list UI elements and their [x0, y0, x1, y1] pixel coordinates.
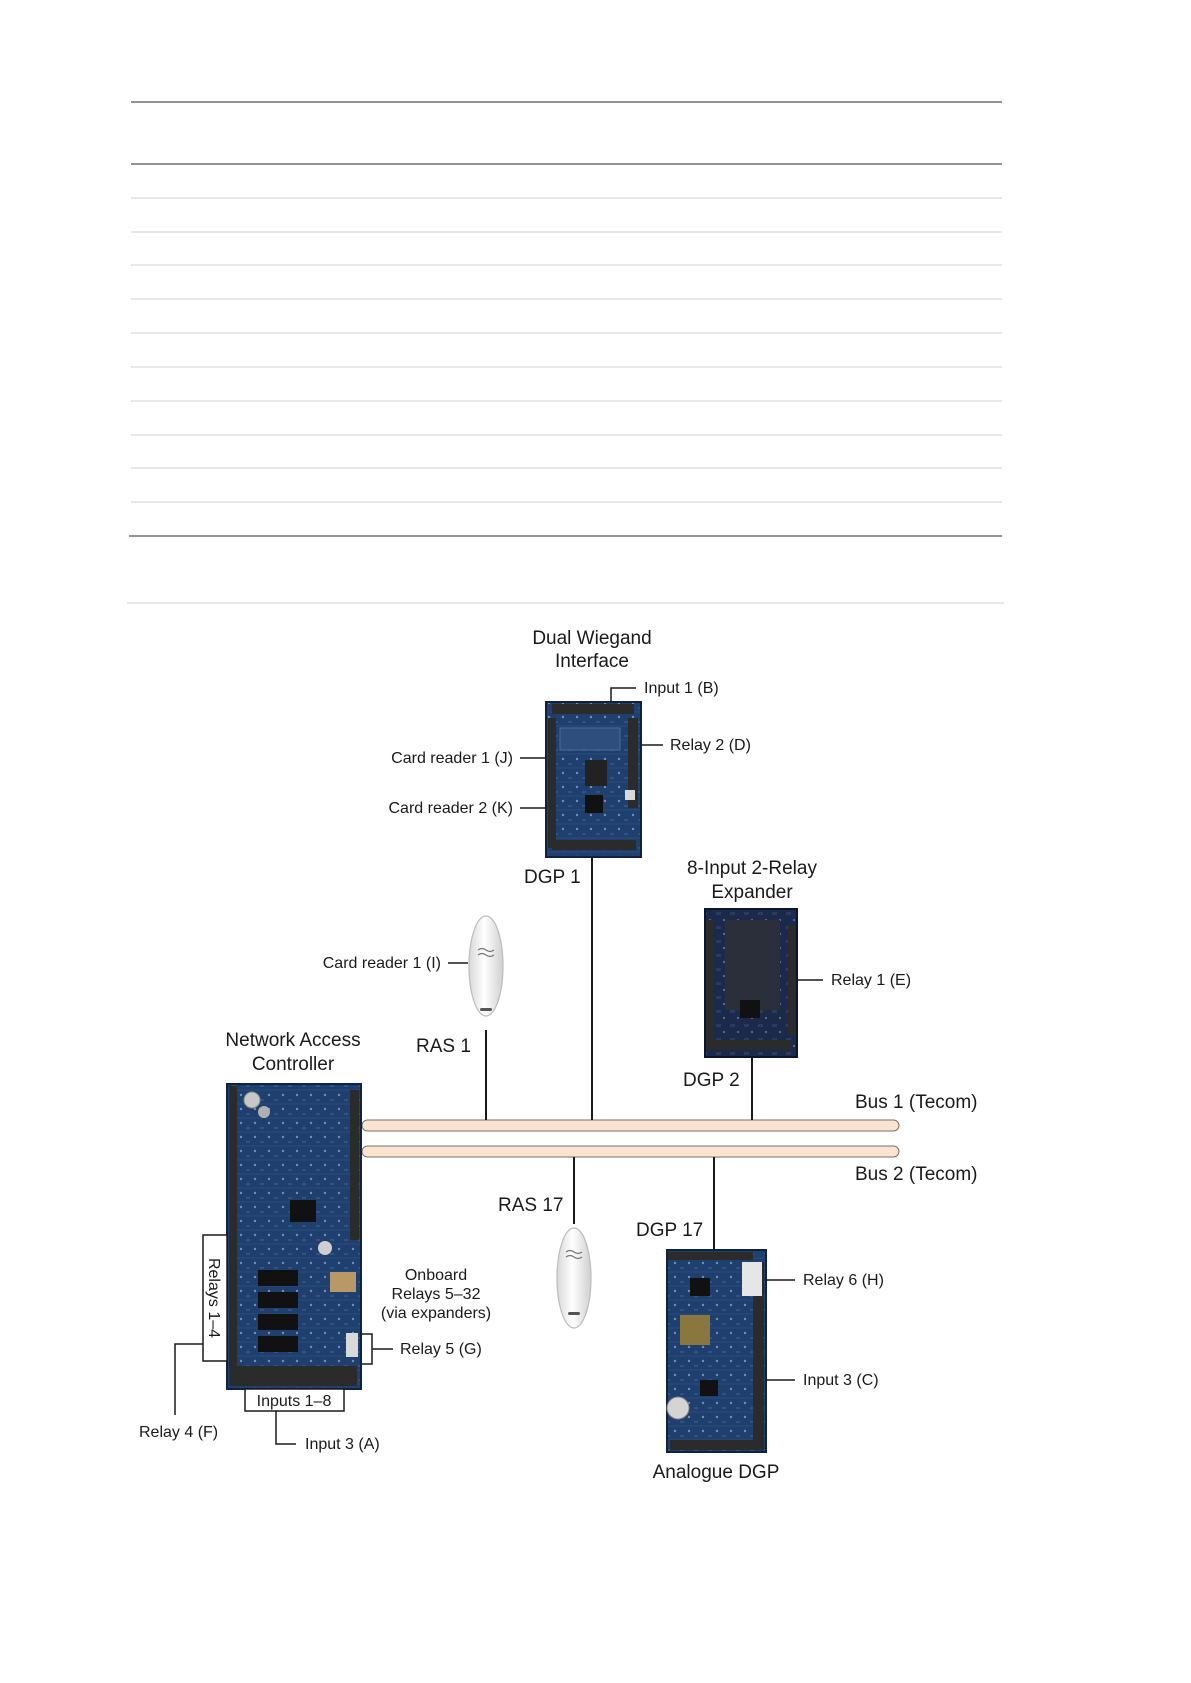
input3-c-label: Input 3 (C) [803, 1372, 879, 1389]
dgp17-label: DGP 17 [636, 1220, 703, 1241]
analogue-dgp-board [666, 1249, 767, 1453]
onboard-line-3: (via expanders) [381, 1305, 491, 1322]
wireless-wave-icon [565, 1249, 583, 1260]
ras1-card-reader [468, 915, 504, 1017]
input1-b-label: Input 1 (B) [644, 680, 719, 697]
relay4-f-label: Relay 4 (F) [139, 1424, 218, 1441]
dual-wiegand-title-2: Interface [555, 651, 629, 672]
nac-title-1: Network Access [225, 1030, 360, 1051]
relay1-e-label: Relay 1 (E) [831, 972, 911, 989]
dual-wiegand-board [545, 701, 642, 858]
card-reader1-i-label: Card reader 1 (I) [323, 955, 441, 972]
ras17-label: RAS 17 [498, 1195, 563, 1216]
analogue-dgp-title: Analogue DGP [653, 1462, 780, 1483]
expander-title-1: 8-Input 2-Relay [687, 858, 817, 879]
ras17-card-reader [556, 1227, 592, 1329]
wireless-wave-icon [477, 947, 495, 958]
relays-1-4-box [202, 1234, 228, 1362]
inputs-1-8-label: Inputs 1–8 [257, 1393, 332, 1410]
relay6-h-label: Relay 6 (H) [803, 1272, 884, 1289]
dual-wiegand-title-1: Dual Wiegand [532, 628, 651, 649]
onboard-line-2: Relays 5–32 [392, 1286, 481, 1303]
nac-title-2: Controller [252, 1054, 335, 1075]
card-reader2-k-label: Card reader 2 (K) [389, 800, 514, 817]
relay5-g-label: Relay 5 (G) [400, 1341, 482, 1358]
bus-1 [361, 1119, 900, 1132]
relays-1-4-label: Relays 1–4 [205, 1258, 222, 1338]
input3-a-leader [275, 1411, 296, 1445]
input3-a-label: Input 3 (A) [305, 1436, 380, 1453]
bus-2 [361, 1145, 900, 1158]
dgp1-label: DGP 1 [524, 867, 581, 888]
relay2-d-label: Relay 2 (D) [670, 737, 751, 754]
relay5-g-bracket [361, 1333, 373, 1365]
bus-2-label: Bus 2 (Tecom) [855, 1164, 977, 1185]
onboard-line-1: Onboard [405, 1267, 467, 1284]
expander-board [704, 908, 798, 1058]
card-reader1-j-label: Card reader 1 (J) [391, 750, 513, 767]
inputs-1-8-box [244, 1388, 345, 1412]
nac-board [226, 1083, 362, 1390]
expander-title-2: Expander [711, 882, 793, 903]
dgp2-label: DGP 2 [683, 1070, 740, 1091]
input1-b-leader [610, 687, 636, 702]
ras1-label: RAS 1 [416, 1036, 471, 1057]
relay4-f-leader [174, 1343, 203, 1415]
bus-1-label: Bus 1 (Tecom) [855, 1092, 977, 1113]
